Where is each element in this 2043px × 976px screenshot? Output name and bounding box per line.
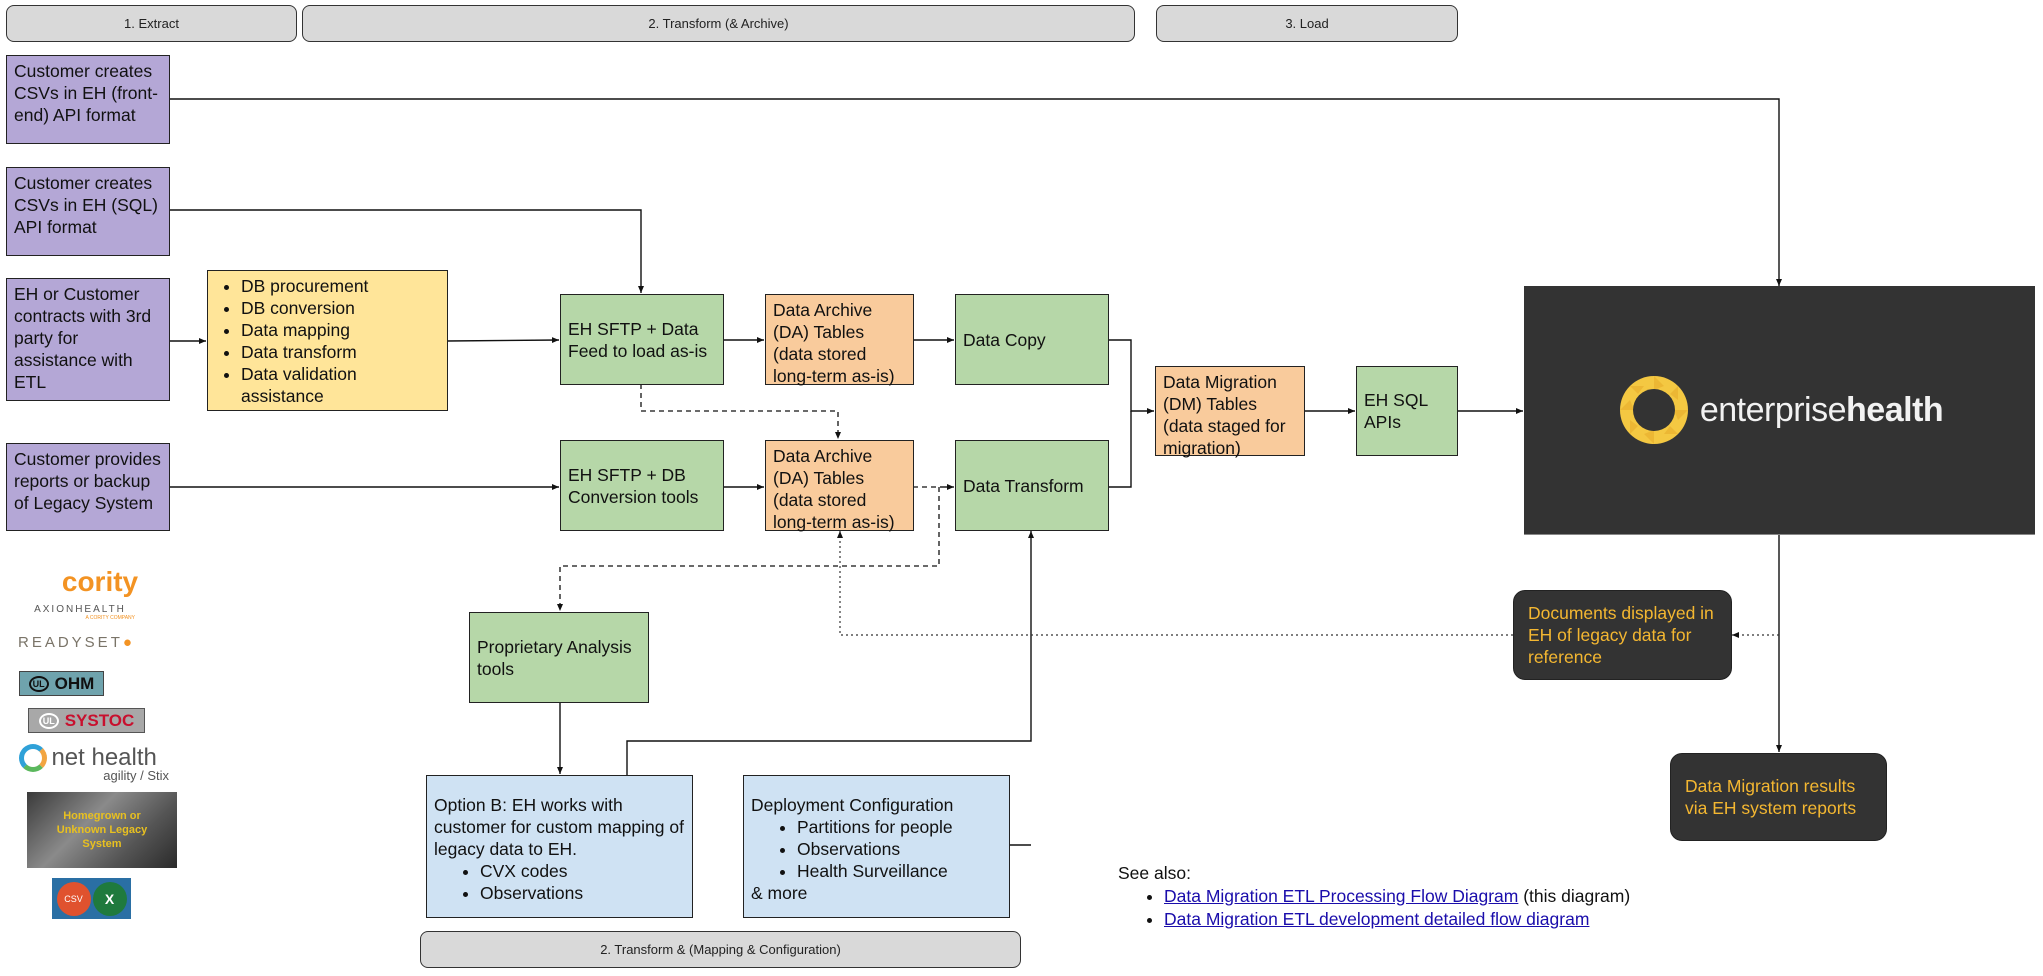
source-legacy-backup: Customer provides reports or backup of L… xyxy=(6,443,170,531)
arrow-optionb-to-transform xyxy=(626,531,1034,775)
deployment-item: Observations xyxy=(797,838,1002,860)
deployment-item: Health Surveillance xyxy=(797,860,1002,882)
migration-results: Data Migration results via EH system rep… xyxy=(1670,753,1887,841)
source-text: Customer creates CSVs in EH (SQL) API fo… xyxy=(14,173,158,237)
phase-label: 2. Transform & (Mapping & Configuration) xyxy=(600,942,841,957)
axionhealth-logo: AXIONHEALTH A CORITY COMPANY xyxy=(25,604,135,621)
da-tables-1: Data Archive (DA) Tables (data stored lo… xyxy=(765,294,914,386)
eh-sql-apis: EH SQL APIs xyxy=(1356,366,1458,456)
source-third-party: EH or Customer contracts with 3rd party … xyxy=(6,278,170,401)
deployment-footer: & more xyxy=(751,883,808,903)
link-processing-flow[interactable]: Data Migration ETL Processing Flow Diagr… xyxy=(1164,886,1519,906)
node-text: Data Archive (DA) Tables (data stored lo… xyxy=(773,300,895,386)
phase-load: 3. Load xyxy=(1156,5,1458,42)
option-b-box: Option B: EH works with customer for cus… xyxy=(426,775,693,918)
proprietary-analysis-tools: Proprietary Analysis tools xyxy=(469,612,649,703)
node-text: Data Transform xyxy=(963,475,1084,496)
node-text: Data Migration results via EH system rep… xyxy=(1685,776,1857,818)
data-copy: Data Copy xyxy=(955,294,1109,385)
node-text: Data Migration (DM) Tables (data staged … xyxy=(1163,372,1286,458)
dm-tables: Data Migration (DM) Tables (data staged … xyxy=(1155,366,1305,458)
wordmark-light: enterprise xyxy=(1699,390,1847,429)
da-tables-2: Data Archive (DA) Tables (data stored lo… xyxy=(765,440,914,532)
readyset-logo: READYSET● xyxy=(18,634,135,651)
nethealth-logo: net health agility / Stix xyxy=(19,744,179,783)
sftp-db-conversion: EH SFTP + DB Conversion tools xyxy=(560,440,724,531)
enterprise-health-wordmark: enterprisehealth xyxy=(1699,390,1944,430)
see-also-title: See also: xyxy=(1118,863,1191,883)
third-party-services: DB procurement DB conversion Data mappin… xyxy=(207,270,448,411)
link-development-flow[interactable]: Data Migration ETL development detailed … xyxy=(1164,909,1590,929)
documents-displayed: Documents displayed in EH of legacy data… xyxy=(1513,590,1732,680)
line-transform-to-dm xyxy=(1108,411,1132,488)
service-item: Data transform xyxy=(241,341,440,363)
dashed-arrow-sftp-to-da2 xyxy=(640,384,841,439)
enterprise-health-sun-icon xyxy=(1619,376,1688,444)
csv-icon: CSV xyxy=(56,881,91,916)
phase-transform-mapping: 2. Transform & (Mapping & Configuration) xyxy=(420,931,1021,968)
link-note: (this diagram) xyxy=(1523,886,1631,906)
legacy-system-image: Homegrown or Unknown Legacy System xyxy=(27,792,177,868)
see-also-item: Data Migration ETL Processing Flow Diagr… xyxy=(1164,885,1818,908)
csv-excel-icon: CSV X xyxy=(52,878,131,919)
phase-label: 1. Extract xyxy=(124,16,179,31)
phase-label: 2. Transform (& Archive) xyxy=(648,16,789,31)
node-text: Documents displayed in EH of legacy data… xyxy=(1528,603,1714,667)
source-text: EH or Customer contracts with 3rd party … xyxy=(14,284,152,392)
nethealth-sub: agility / Stix xyxy=(103,768,169,783)
option-b-item: CVX codes xyxy=(480,860,685,882)
service-item: DB conversion xyxy=(241,297,440,319)
deployment-title: Deployment Configuration xyxy=(751,795,954,815)
dotted-arrow-documents-to-da2 xyxy=(837,531,1513,636)
deployment-item: Partitions for people xyxy=(797,816,1002,838)
node-text: EH SQL APIs xyxy=(1364,390,1428,432)
node-text: Data Copy xyxy=(963,329,1046,350)
service-item: Data mapping xyxy=(241,319,440,341)
axion-text: AXIONHEALTH xyxy=(34,604,126,615)
source-sql-csv: Customer creates CSVs in EH (SQL) API fo… xyxy=(6,167,170,256)
source-frontend-csv: Customer creates CSVs in EH (front-end) … xyxy=(6,55,170,144)
see-also-item: Data Migration ETL development detailed … xyxy=(1164,908,1818,931)
arrow-frontend-to-eh xyxy=(170,98,1782,286)
excel-icon: X xyxy=(92,881,127,916)
nethealth-text: net health xyxy=(51,744,157,771)
cority-logo: cority xyxy=(61,566,139,597)
node-text: Proprietary Analysis tools xyxy=(477,636,632,679)
service-item: Data validation assistance xyxy=(241,363,440,407)
node-text: EH SFTP + Data Feed to load as-is xyxy=(568,318,708,361)
ohm-text: OHM xyxy=(54,673,95,693)
enterprise-health-system: enterprisehealth xyxy=(1524,286,2035,535)
data-transform: Data Transform xyxy=(955,440,1109,531)
phase-label: 3. Load xyxy=(1285,16,1329,31)
option-b-item: Observations xyxy=(480,882,685,904)
option-b-text: Option B: EH works with customer for cus… xyxy=(434,795,684,859)
service-item: DB procurement xyxy=(241,275,440,297)
deployment-config-box: Deployment Configuration Partitions for … xyxy=(743,775,1010,918)
arrow-copy-to-dm xyxy=(1108,339,1154,414)
source-text: Customer provides reports or backup of L… xyxy=(14,449,161,513)
phase-extract: 1. Extract xyxy=(6,5,297,42)
arrow-services-to-sftp xyxy=(446,337,560,344)
phase-transform-archive: 2. Transform (& Archive) xyxy=(302,5,1135,42)
source-text: Customer creates CSVs in EH (front-end) … xyxy=(14,61,158,125)
readyset-text: READYSET xyxy=(18,634,123,651)
axion-sub: A CORITY COMPANY xyxy=(85,615,135,621)
node-text: Data Archive (DA) Tables (data stored lo… xyxy=(773,446,895,532)
see-also: See also: Data Migration ETL Processing … xyxy=(1118,862,1818,931)
node-text: EH SFTP + DB Conversion tools xyxy=(568,464,699,507)
sftp-data-feed: EH SFTP + Data Feed to load as-is xyxy=(560,294,724,385)
wordmark-bold: health xyxy=(1846,390,1944,429)
systoc-text: SYSTOC xyxy=(64,710,135,730)
